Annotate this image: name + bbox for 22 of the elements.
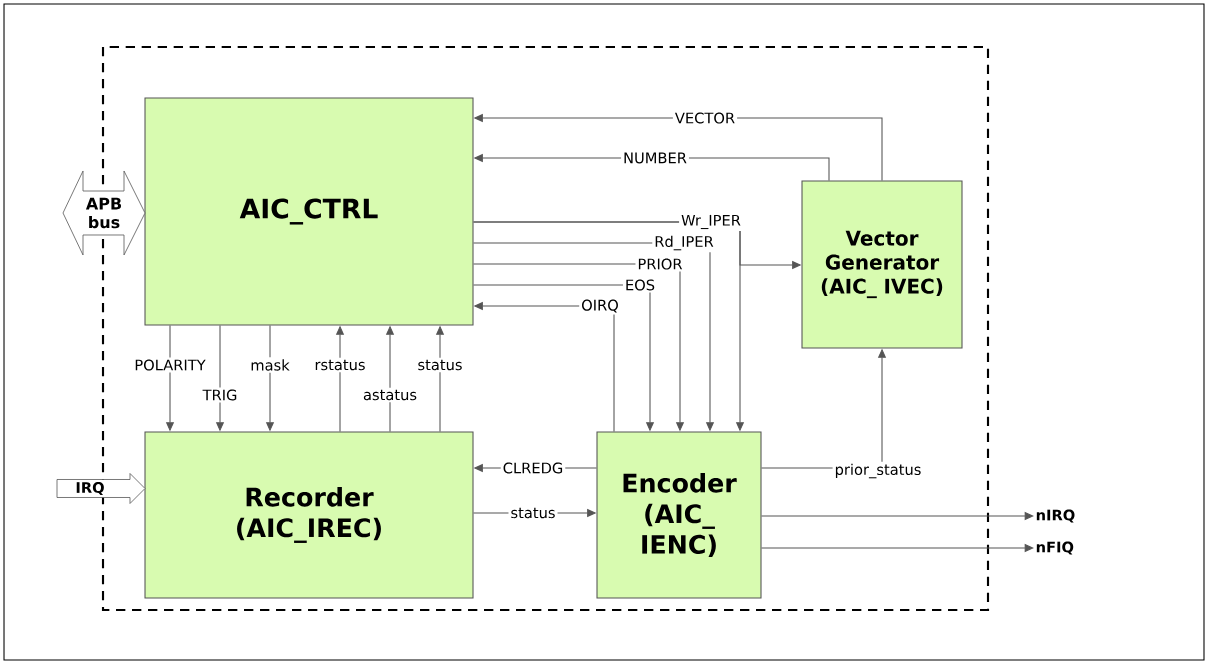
edge-label: Wr_IPER: [679, 212, 743, 232]
signal-label: nFIQ: [1036, 541, 1074, 555]
edge-label: VECTOR: [672, 110, 738, 126]
edge-label: status: [508, 505, 558, 521]
recorder-block: Recorder (AIC_IREC): [144, 431, 474, 599]
edge-label: EOS: [622, 277, 658, 293]
edge-label: PRIOR: [635, 256, 685, 272]
encoder-block: Encoder (AIC_ IENC): [596, 431, 762, 599]
edge-label: astatus: [361, 387, 420, 403]
signal-label: nIRQ: [1036, 509, 1075, 523]
edge-label: POLARITY: [132, 357, 208, 373]
edge-label: Rd_IPER: [652, 233, 716, 253]
control-block: AIC_CTRL: [144, 97, 474, 326]
edge-label: NUMBER: [621, 150, 689, 166]
generator-block: Vector Generator (AIC_ IVEC): [801, 180, 963, 349]
edge-label: OIRQ: [579, 297, 621, 315]
edge-label: CLREDG: [500, 460, 566, 476]
edge-label: mask: [248, 357, 292, 373]
edge-label: rstatus: [312, 357, 368, 373]
edge-label: prior_status: [832, 461, 924, 481]
edge-label: status: [415, 357, 465, 373]
edge-label: TRIG: [200, 387, 240, 403]
